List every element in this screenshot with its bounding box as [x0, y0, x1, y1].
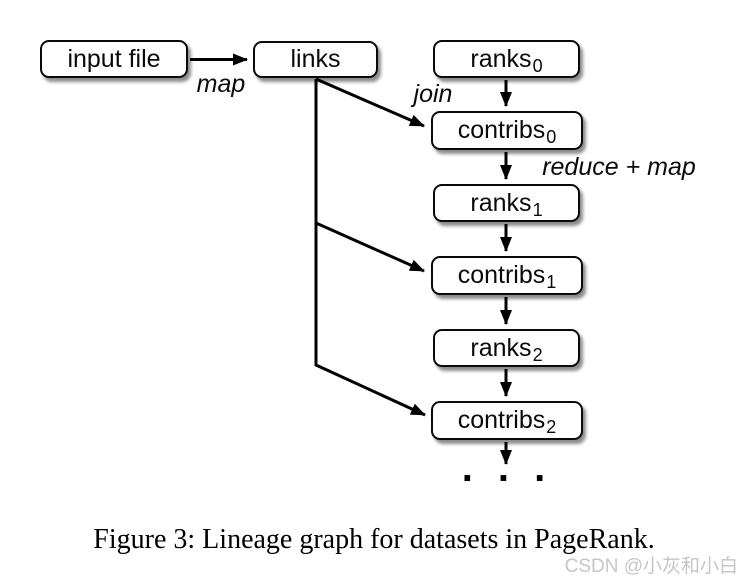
node-ranks2-label: ranks — [470, 333, 532, 362]
node-contribs1-subscript: 1 — [546, 272, 557, 292]
edge-links-to-contribs1 — [315, 221, 425, 273]
node-ranks1-subscript: 1 — [532, 199, 543, 220]
node-ranks2-subscript: 2 — [532, 344, 543, 365]
node-ranks1-label: ranks — [470, 188, 532, 217]
node-ranks0-subscript: 0 — [532, 55, 543, 76]
csdn-watermark: CSDN @小灰和小白 — [564, 556, 738, 577]
node-input-file: input file — [40, 40, 188, 78]
node-contribs2-subscript: 2 — [546, 417, 557, 437]
figure-caption: Figure 3: Lineage graph for datasets in … — [93, 524, 655, 555]
edge-label-map: map — [196, 70, 246, 98]
node-input-file-label: input file — [67, 44, 161, 73]
node-links-label: links — [290, 45, 341, 73]
node-links: links — [253, 41, 378, 78]
edge-links-to-contribs2 — [314, 79, 426, 417]
edge-links-to-contribs0 — [315, 77, 425, 128]
node-contribs1-label: contribs — [457, 261, 546, 289]
node-ranks0-label: ranks — [470, 44, 532, 73]
edge-label-reduce-map: reduce + map — [542, 153, 696, 181]
node-contribs2-label: contribs — [457, 406, 546, 434]
ellipsis-dots: . . . — [461, 446, 553, 490]
edge-label-join: join — [413, 80, 453, 108]
node-contribs0-subscript: 0 — [546, 127, 557, 147]
node-contribs0-label: contribs — [457, 116, 546, 144]
